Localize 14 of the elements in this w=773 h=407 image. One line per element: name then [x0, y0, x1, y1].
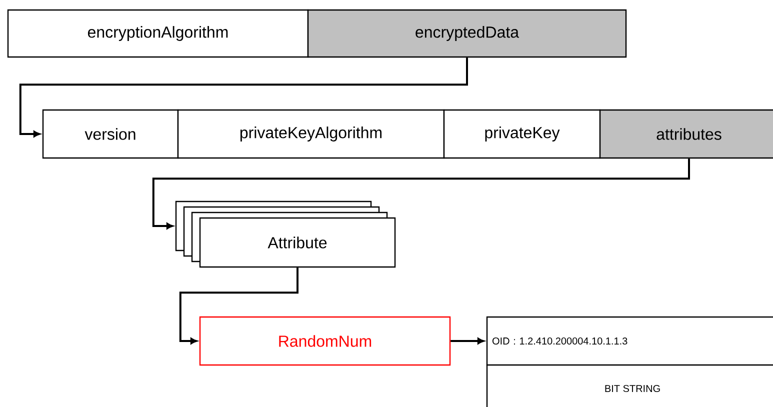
- highlight-box: RandomNum: [199, 316, 451, 366]
- stacked-box: Attribute: [175, 200, 396, 268]
- field-box: attributes: [599, 109, 773, 159]
- table-cell: OID : 1.2.410.200004.10.1.1.3: [486, 316, 773, 366]
- arrow: [450, 338, 484, 344]
- arrow: [19, 58, 468, 138]
- field-box: version: [42, 109, 179, 159]
- arrow: [152, 158, 690, 230]
- table-cell: BIT STRING: [486, 364, 773, 407]
- arrow: [179, 268, 298, 344]
- field-box: encryptionAlgorithm: [7, 9, 309, 58]
- field-box: privateKeyAlgorithm: [177, 109, 445, 159]
- field-box: privateKey: [443, 109, 601, 159]
- field-box: encryptedData: [307, 9, 627, 58]
